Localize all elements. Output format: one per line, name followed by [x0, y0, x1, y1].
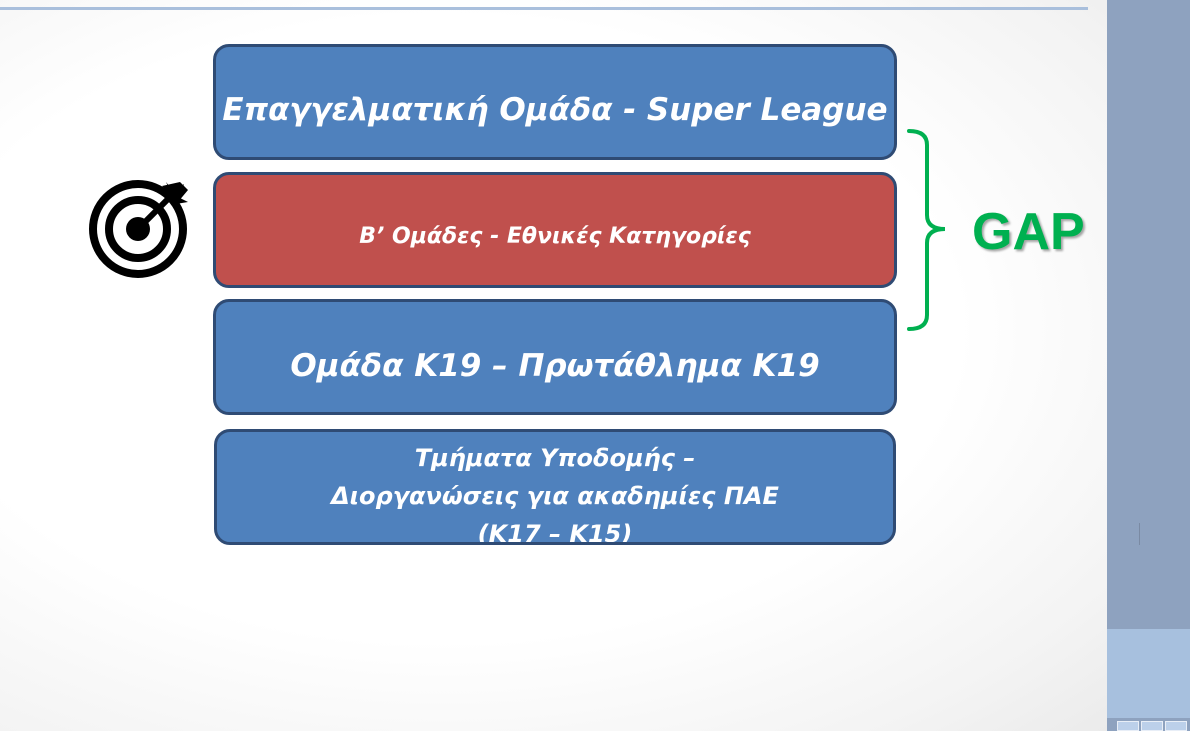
panel-cell: [1165, 721, 1187, 731]
curly-brace-icon: [907, 129, 946, 331]
box-k19: Ομάδα Κ19 – Πρωτάθλημα Κ19: [213, 299, 897, 415]
panel-marker: [1139, 523, 1140, 545]
box-academies-line-1: Τμήματα Υποδομής –: [414, 444, 696, 472]
box-super-league-label: Επαγγελματική Ομάδα - Super League: [222, 92, 888, 128]
right-side-panel-lower: [1107, 629, 1190, 731]
right-side-panel: [1107, 0, 1190, 629]
target-icon: [89, 180, 188, 278]
box-academies-line-2: Διοργανώσεις για ακαδημίες ΠΑΕ: [331, 482, 779, 510]
top-divider: [0, 7, 1088, 10]
box-super-league: Επαγγελματική Ομάδα - Super League: [213, 44, 897, 160]
panel-cell: [1117, 721, 1139, 731]
slide-canvas: Επαγγελματική Ομάδα - Super League Β’ Ομ…: [0, 0, 1107, 731]
box-k19-label: Ομάδα Κ19 – Πρωτάθλημα Κ19: [290, 348, 820, 384]
box-national-categories: Β’ Ομάδες - Εθνικές Κατηγορίες: [213, 172, 897, 288]
box-academies: Τμήματα Υποδομής – Διοργανώσεις για ακαδ…: [214, 429, 896, 545]
gap-label: GAP: [972, 203, 1085, 261]
panel-cell: [1141, 721, 1163, 731]
box-academies-line-3: (Κ17 – Κ15): [477, 520, 633, 545]
box-national-categories-label: Β’ Ομάδες - Εθνικές Κατηγορίες: [359, 223, 751, 249]
right-side-panel-cells: [1117, 721, 1187, 731]
